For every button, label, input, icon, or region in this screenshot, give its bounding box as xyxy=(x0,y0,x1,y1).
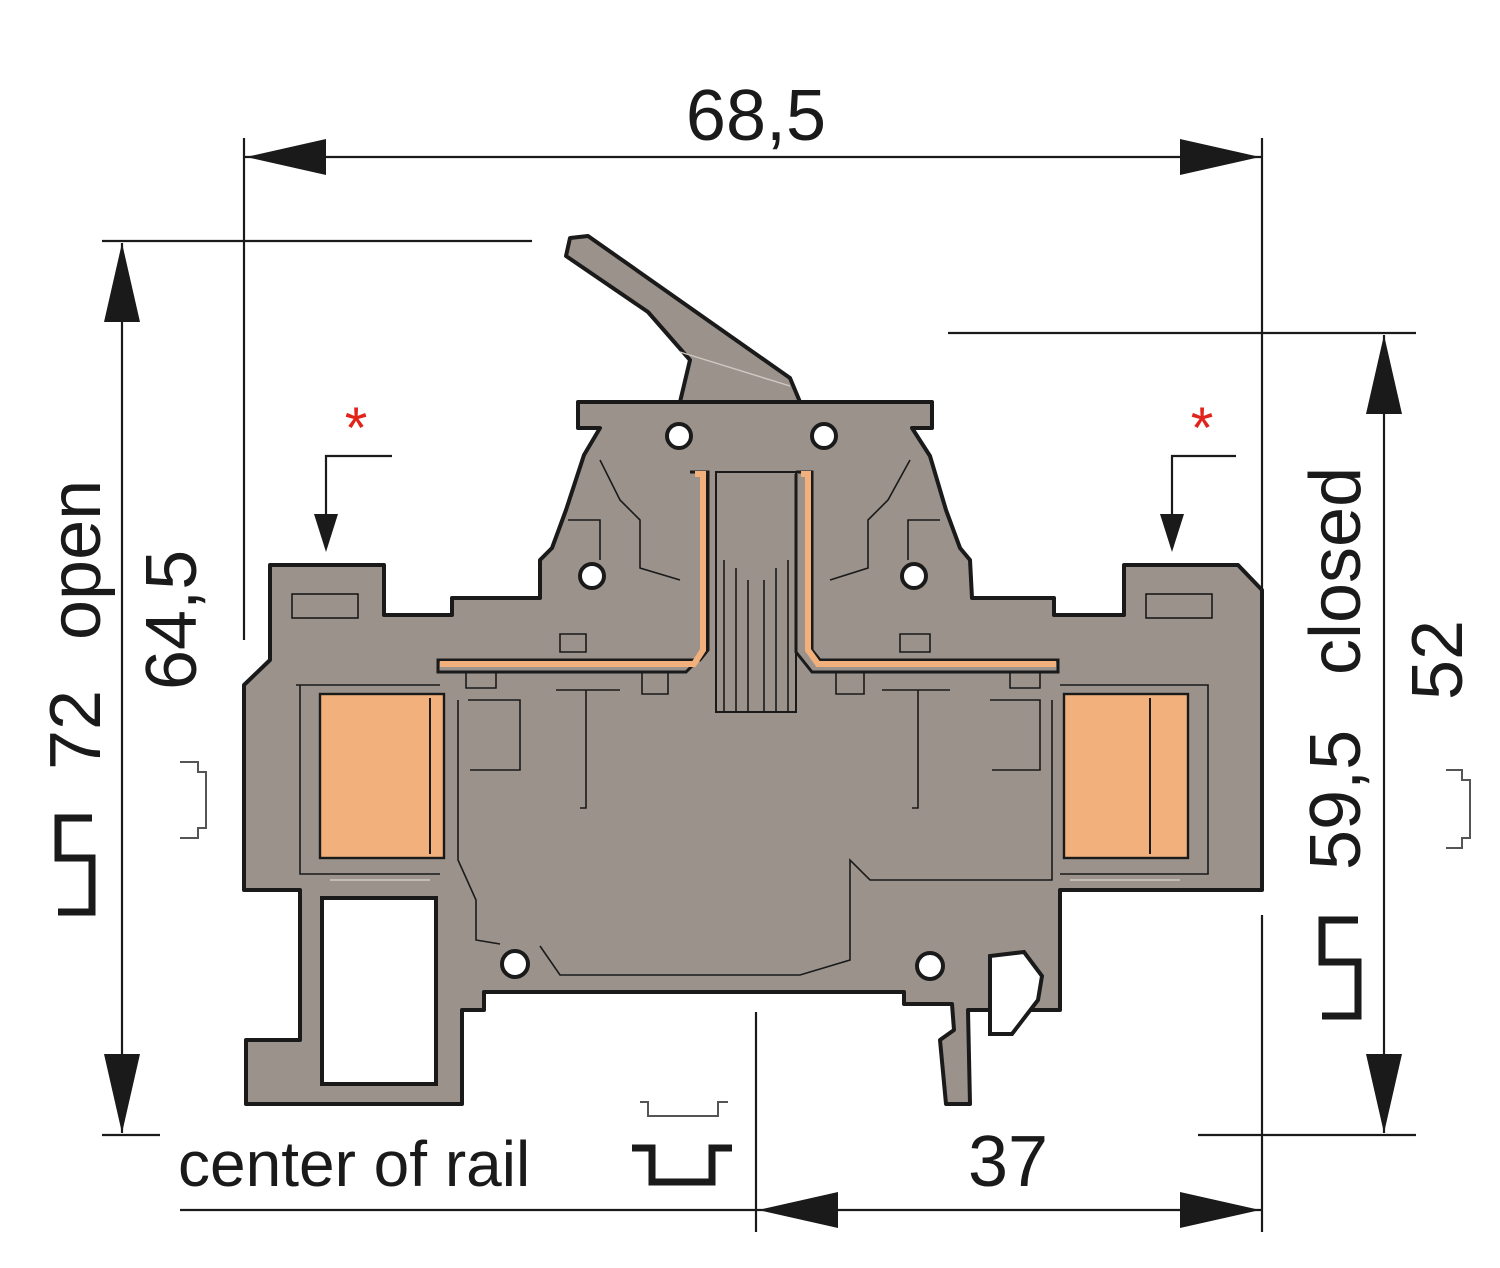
hole xyxy=(665,422,693,450)
marker-right: * xyxy=(1191,396,1214,461)
busbar-left xyxy=(440,471,706,667)
hole xyxy=(900,562,928,590)
height-right-dimension: 52 xyxy=(1366,335,1478,1133)
rail-clip-window xyxy=(320,896,438,1086)
hole xyxy=(500,949,530,979)
arrowhead-up-icon xyxy=(104,243,140,322)
arrowhead-right-icon xyxy=(1180,1192,1260,1228)
clamp-left xyxy=(318,692,446,860)
arrowhead-down-icon xyxy=(1366,1054,1402,1133)
height-open-value: 72 xyxy=(36,690,116,770)
fuse-lever xyxy=(564,234,802,404)
arrowhead-right-icon xyxy=(1180,139,1260,175)
height-closed-word: closed xyxy=(1296,467,1376,675)
din-rail-icon xyxy=(1318,916,1362,1020)
rail-hook xyxy=(988,949,1045,1036)
hole xyxy=(915,951,945,981)
arrowhead-down-icon xyxy=(1160,514,1184,552)
arrowhead-down-icon xyxy=(314,514,338,552)
din-rail-outline-icon xyxy=(180,761,207,839)
height-closed-value: 59,5 xyxy=(1296,730,1376,870)
height-inner-left: 64,5 xyxy=(132,550,212,839)
din-rail-icon xyxy=(54,814,96,916)
height-open-dimension: 72 open xyxy=(36,243,140,1133)
din-rail-outline-icon xyxy=(1446,769,1471,849)
rail-offset-dimension: 37 center of rail xyxy=(178,1101,1262,1228)
clamp-right xyxy=(1062,692,1190,860)
width-dimension: 68,5 xyxy=(244,76,1262,175)
rail-offset-value: 37 xyxy=(968,1122,1048,1202)
arrowhead-down-icon xyxy=(104,1054,140,1133)
height-inner-left-value: 64,5 xyxy=(132,550,212,690)
height-right-value: 52 xyxy=(1398,620,1478,700)
width-label: 68,5 xyxy=(686,76,826,156)
arrowhead-up-icon xyxy=(1366,335,1402,414)
arrowhead-left-icon xyxy=(246,139,326,175)
din-rail-outline-icon xyxy=(640,1101,728,1117)
hole xyxy=(578,562,606,590)
height-closed-dimension: 59,5 closed xyxy=(1296,467,1376,1020)
height-open-word: open xyxy=(36,480,116,640)
entry-markers: * * xyxy=(314,396,1236,552)
center-of-rail-label: center of rail xyxy=(178,1128,530,1200)
housing-outline xyxy=(242,400,1264,1106)
terminal-block xyxy=(242,234,1264,1106)
marker-left: * xyxy=(345,396,368,461)
extension-lines xyxy=(102,138,1416,1232)
arrowhead-left-icon xyxy=(758,1192,838,1228)
hole xyxy=(810,422,838,450)
din-rail-icon xyxy=(632,1144,732,1186)
busbar-right xyxy=(801,471,1056,667)
